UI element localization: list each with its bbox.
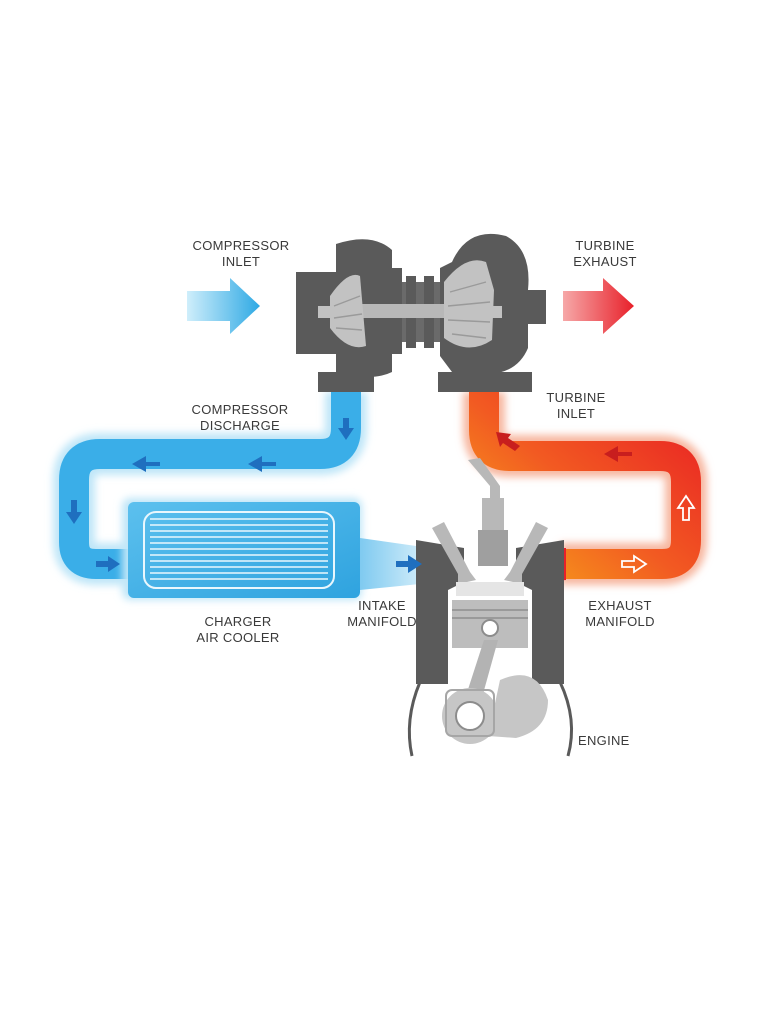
cold-air-duct [53,392,367,585]
label-turbine-exhaust: TURBINE EXHAUST [560,238,650,270]
engine [407,458,574,757]
hot-exhaust-duct [463,392,707,585]
label-line: TURBINE [575,238,635,253]
label-line: INLET [556,406,596,421]
label-engine: ENGINE [578,733,630,748]
label-exhaust-manifold: EXHAUST MANIFOLD [572,598,668,630]
label-intake-manifold: INTAKE MANIFOLD [336,598,428,630]
label-line: INLET [221,254,261,269]
charge-air-cooler [122,498,362,600]
label-line: MANIFOLD [347,614,417,629]
label-line: MANIFOLD [585,614,655,629]
label-line: EXHAUST [588,598,652,613]
turbocharger [296,233,546,392]
turbine-exhaust-arrow [563,278,634,334]
label-line: COMPRESSOR [192,238,290,253]
compressor-inlet-arrow [187,278,260,334]
label-turbine-inlet: TURBINE INLET [538,390,614,422]
label-compressor-discharge: COMPRESSOR DISCHARGE [184,402,296,434]
arrow-hot-icon [496,432,632,462]
label-line: INTAKE [358,598,406,613]
label-line: CHARGER [204,614,272,629]
arrow-cold-icon [66,418,422,573]
label-compressor-inlet: COMPRESSOR INLET [188,238,294,270]
label-charger-air-cooler: CHARGER AIR COOLER [186,614,290,646]
label-line: AIR COOLER [196,630,280,645]
label-line: EXHAUST [573,254,637,269]
label-line: COMPRESSOR [191,402,289,417]
label-line: DISCHARGE [200,418,280,433]
arrow-hot-outline-icon [621,494,696,574]
label-line: TURBINE [546,390,606,405]
